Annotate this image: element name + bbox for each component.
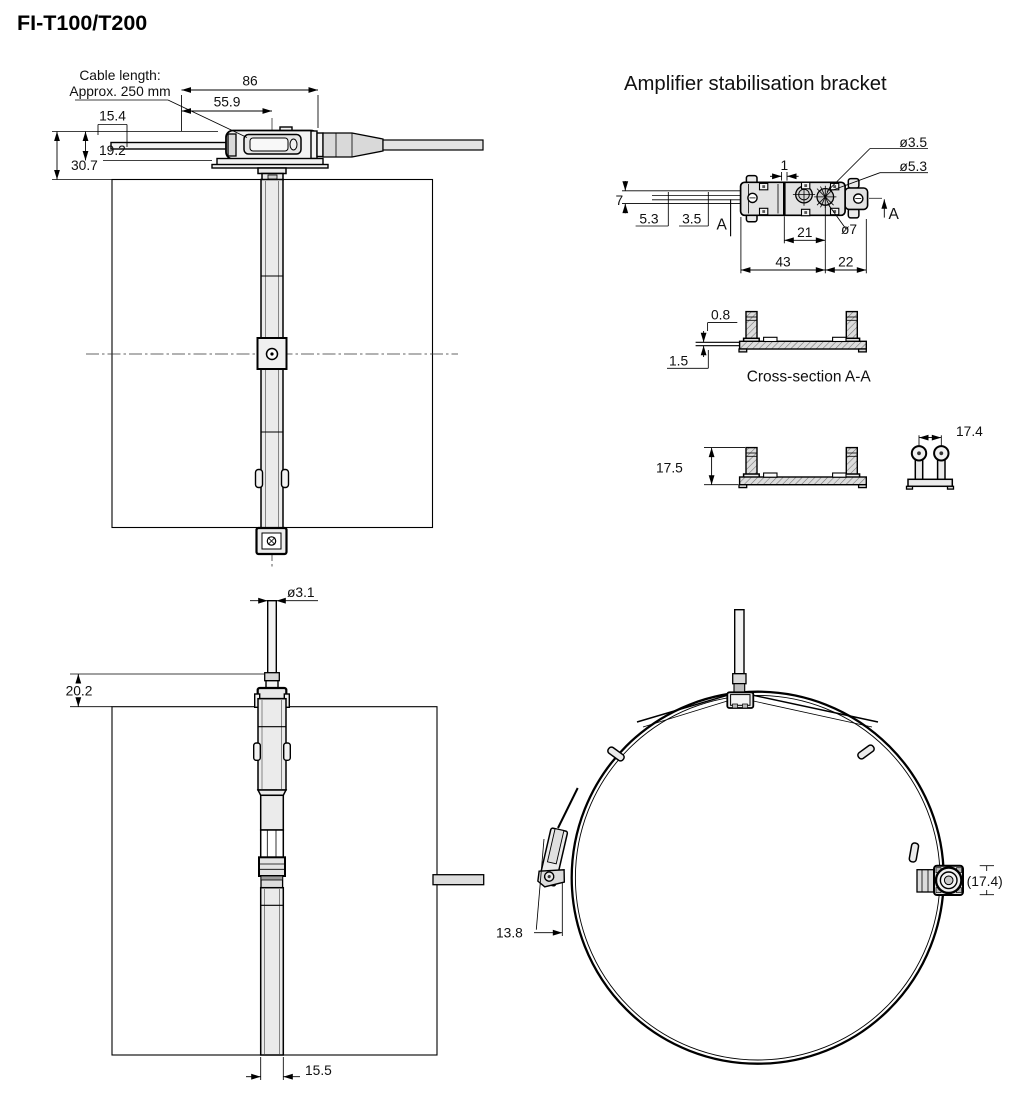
mounting-band-view: 13.8 (17.4)	[496, 609, 1003, 1065]
front-clip-left	[252, 742, 261, 761]
section-mark-right: A	[889, 206, 900, 223]
band-tab-left	[607, 746, 625, 762]
bracket-end-view: 17.4	[905, 424, 983, 490]
dim-rod-dia: 7	[616, 193, 624, 208]
bracket-side-shape	[738, 446, 867, 489]
dim-plate-thickness: 1.5	[669, 354, 689, 369]
side-outlet-bar	[432, 874, 485, 886]
dim-right-length: 22	[838, 254, 853, 269]
band-fitting	[916, 864, 964, 897]
tip-connector	[264, 672, 280, 682]
side-view-dimensions: Cable length: Approx. 250 mm 86 55.9 15.…	[52, 68, 319, 180]
cross-section-label: Cross-section A-A	[747, 369, 872, 386]
dim-hole-counterbore: ø5.3	[899, 159, 927, 174]
band-outer	[570, 690, 945, 1065]
cable-note-line2: Approx. 250 mm	[69, 84, 170, 99]
probe-side	[254, 178, 290, 556]
dim-left-length: 43	[775, 254, 791, 269]
front-view-dimensions: ø3.1 20.2 15.5	[66, 585, 332, 1080]
bracket-side-dimensions: 17.5	[656, 447, 745, 486]
dim-slot: 1	[780, 158, 788, 173]
sensor-side-view: Cable length: Approx. 250 mm 86 55.9 15.…	[52, 68, 484, 568]
dim-top-height: 20.2	[66, 684, 93, 699]
probe-cap	[256, 686, 288, 701]
bracket-body	[739, 174, 869, 223]
dim-offset-a: 5.3	[639, 212, 659, 227]
dim-hole-large: ø7	[841, 222, 857, 237]
cross-section-shape	[695, 310, 867, 353]
dim-probe-width: 15.5	[305, 1063, 332, 1078]
probe-front-body	[252, 697, 292, 1056]
cable-note-line1: Cable length:	[79, 68, 160, 83]
band-tab-right	[857, 744, 875, 760]
band-tail	[557, 787, 579, 829]
cross-section-dimensions: 0.8 1.5	[667, 308, 738, 369]
band-buckle	[537, 827, 569, 888]
dim-hole-small: ø3.5	[899, 135, 927, 150]
dim-rod-protrusion: 15.4	[99, 109, 126, 124]
front-clip-right	[283, 742, 292, 761]
bracket-end-shape	[905, 445, 955, 490]
section-mark-left: A	[717, 217, 728, 234]
dim-tip-dia: ø3.1	[287, 585, 315, 600]
dim-sheet-thickness: 0.8	[711, 308, 731, 323]
cable-strain-relief	[322, 132, 484, 158]
band-top-clamp	[726, 609, 755, 709]
bracket-hole-large	[814, 185, 837, 208]
dim-bracket-width: 17.4	[956, 424, 983, 439]
probe-coupling	[258, 856, 286, 877]
dim-head-height: 19.2	[99, 143, 126, 158]
dim-body-to-axis: 55.9	[214, 95, 241, 110]
amplifier-body	[225, 126, 324, 160]
dim-bracket-height: 17.5	[656, 461, 683, 476]
cross-section-view: 0.8 1.5 Cross-section A-A	[667, 308, 871, 386]
band-inner	[574, 694, 941, 1061]
bracket-title: Amplifier stabilisation bracket	[624, 73, 887, 95]
probe-tip-rod	[267, 600, 278, 674]
dim-hole-pitch: 21	[797, 225, 812, 240]
bracket-dimensions: 1 ø3.5 ø5.3 ø7 7 5.3 3.5 A A	[616, 135, 928, 274]
bracket-view: Amplifier stabilisation bracket	[616, 73, 928, 274]
mount-plate	[211, 157, 329, 181]
dim-mount-height: 30.7	[71, 158, 98, 173]
dim-fitting-ref: (17.4)	[967, 874, 1003, 889]
buckle-dimension: 13.8	[496, 838, 563, 940]
bracket-end-dimensions: 17.4	[918, 424, 983, 447]
dim-offset-b: 3.5	[682, 212, 702, 227]
page-title: FI-T100/T200	[17, 11, 147, 35]
fitting-dimension: (17.4)	[967, 865, 1003, 896]
band-tab-lower-right	[908, 842, 920, 863]
cable	[382, 139, 484, 151]
sensor-front-view: ø3.1 20.2 15.5	[66, 585, 485, 1080]
bracket-side-view: 17.5	[656, 446, 867, 489]
probe-clip-left	[254, 468, 264, 489]
bracket-screws	[758, 181, 840, 217]
dim-body-length: 86	[242, 74, 258, 89]
dim-buckle-width: 13.8	[496, 925, 523, 940]
probe-clip-right	[280, 468, 290, 489]
